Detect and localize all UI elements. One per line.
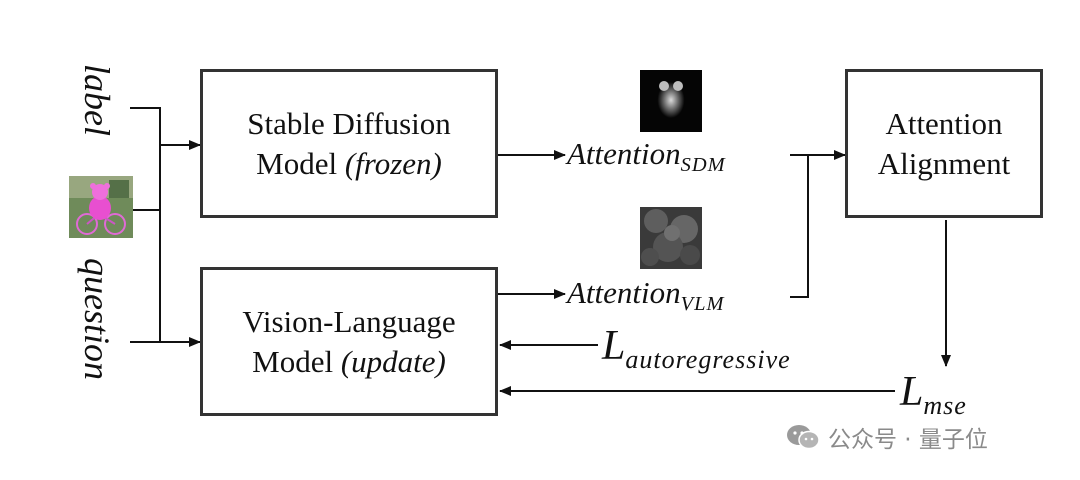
watermark: 公众号 · 量子位 xyxy=(786,420,988,454)
question-text: question xyxy=(77,258,117,380)
teddy-bear-image xyxy=(69,176,133,238)
mse-loss-label: Lmse xyxy=(900,369,967,421)
stable-diffusion-model-box: Stable Diffusion Model (frozen) xyxy=(200,69,498,218)
sdm-subtitle: Model (frozen) xyxy=(256,145,442,181)
attention-alignment-box: Attention Alignment xyxy=(845,69,1043,218)
attention-sdm-label: AttentionSDM xyxy=(567,136,726,177)
sdm-attention-map xyxy=(640,70,702,132)
label-text: label xyxy=(77,64,117,136)
vlm-attention-map xyxy=(640,207,702,269)
vlm-subtitle: Model (update) xyxy=(252,343,446,379)
alignment-line2: Alignment xyxy=(877,145,1011,181)
watermark-text: 公众号 · 量子位 xyxy=(828,427,988,453)
wechat-icon xyxy=(787,425,820,450)
autoregressive-loss-label: Lautoregressive xyxy=(602,323,791,375)
sdm-title: Stable Diffusion xyxy=(247,105,451,141)
label-to-sdm-connector xyxy=(130,107,201,150)
attention-vlm-merge xyxy=(790,155,809,298)
alignment-line1: Attention xyxy=(885,105,1003,141)
vlm-title: Vision-Language xyxy=(242,303,456,339)
attention-vlm-label: AttentionVLM xyxy=(567,275,725,316)
vision-language-model-box: Vision-Language Model (update) xyxy=(200,267,498,416)
